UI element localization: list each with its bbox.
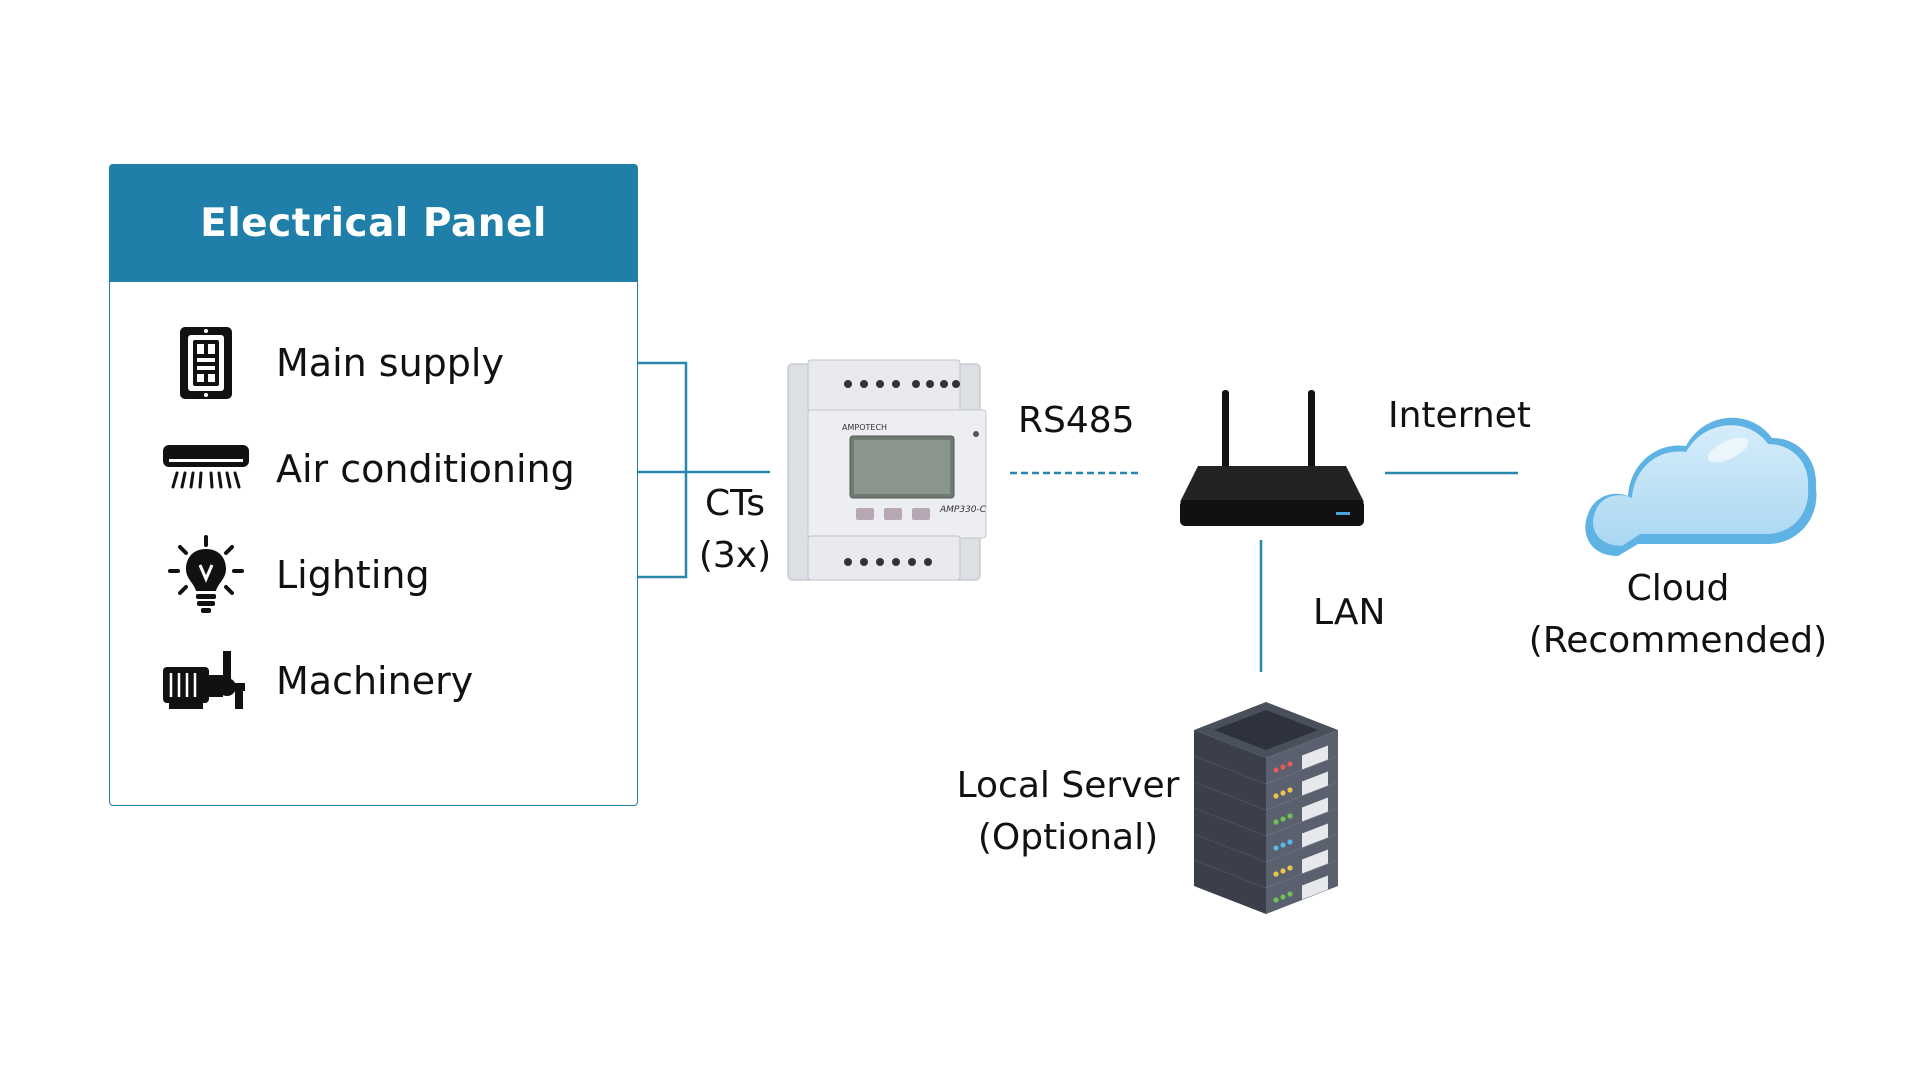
cloud-label: Cloud (Recommended) xyxy=(1518,563,1838,667)
rs485-label: RS485 xyxy=(1018,400,1135,441)
electrical-panel: Electrical Panel Main supply xyxy=(109,164,638,806)
cloud-label-line2: (Recommended) xyxy=(1528,620,1828,661)
panel-header: Electrical Panel xyxy=(110,165,637,282)
server-label-line2: (Optional) xyxy=(977,817,1159,858)
server-label: Local Server (Optional) xyxy=(938,760,1198,864)
load-label: Machinery xyxy=(276,659,474,703)
air-conditioner-icon xyxy=(160,431,252,507)
server-icon xyxy=(1194,702,1338,914)
load-label: Lighting xyxy=(276,553,430,597)
load-label: Air conditioning xyxy=(276,447,575,491)
motor-icon xyxy=(160,643,252,719)
load-item-main-supply: Main supply xyxy=(110,325,504,401)
light-bulb-icon xyxy=(160,535,252,613)
load-label: Main supply xyxy=(276,341,504,385)
load-item-air-conditioning: Air conditioning xyxy=(110,431,575,507)
cts-label-line2: (3x) xyxy=(698,535,772,576)
energy-meter-icon: AMPOTECH AMP330-C xyxy=(787,359,987,581)
cts-label-line1: CTs xyxy=(705,483,765,524)
cloud-icon xyxy=(1585,417,1817,556)
meter-brand: AMPOTECH xyxy=(842,423,887,432)
panel-title: Electrical Panel xyxy=(200,201,547,246)
router-icon xyxy=(1180,390,1364,526)
internet-label: Internet xyxy=(1388,395,1531,436)
cts-label: CTs (3x) xyxy=(690,478,780,582)
ct-bracket xyxy=(638,361,688,579)
breaker-icon xyxy=(160,325,252,401)
load-item-lighting: Lighting xyxy=(110,535,430,613)
server-label-line1: Local Server xyxy=(956,765,1180,806)
cloud-label-line1: Cloud xyxy=(1626,568,1730,609)
meter-model: AMP330-C xyxy=(939,505,987,515)
load-item-machinery: Machinery xyxy=(110,643,473,719)
lan-label: LAN xyxy=(1313,592,1386,633)
